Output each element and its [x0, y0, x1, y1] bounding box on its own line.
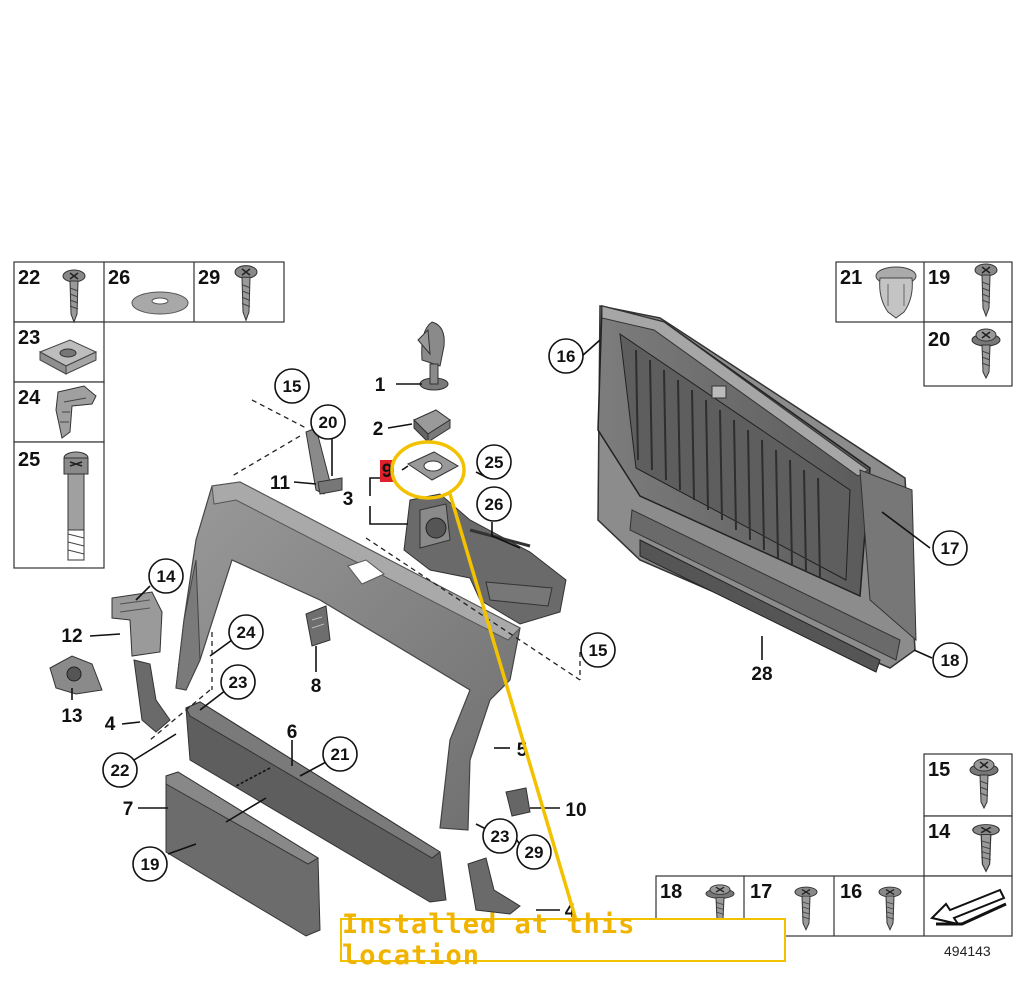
part-labels: 1 2 9 3 11 12 13 4 8 6 5 7 10 28 4: [61, 375, 772, 922]
callout-26: 26: [476, 486, 512, 522]
table-num-21: 21: [840, 267, 862, 289]
callout-19: 19: [132, 846, 168, 882]
callout-23-left: 23: [220, 664, 256, 700]
callout-14: 14: [148, 558, 184, 594]
callout-label: 14: [157, 567, 176, 586]
label-1: 1: [375, 375, 386, 396]
callout-label: 20: [319, 413, 338, 432]
bracket-part-11: [305, 427, 343, 495]
callout-label: 23: [491, 827, 510, 846]
callout-label: 22: [111, 761, 130, 780]
callout-label: 17: [941, 539, 960, 558]
diagram-id: 494143: [944, 943, 991, 959]
table-num-25: 25: [18, 449, 40, 471]
callout-25: 25: [476, 444, 512, 480]
fastener-table-top-right: 21 19 20: [835, 261, 1013, 387]
label-8: 8: [311, 676, 322, 697]
table-num-18: 18: [660, 881, 682, 903]
table-num-29: 29: [198, 267, 220, 289]
callout-24: 24: [228, 614, 264, 650]
callout-18: 18: [932, 642, 968, 678]
label-6: 6: [287, 722, 298, 743]
callout-23-right: 23: [482, 818, 518, 854]
callout-20: 20: [310, 404, 346, 440]
table-num-22: 22: [18, 267, 40, 289]
label-11: 11: [270, 473, 291, 494]
grille-surround-frame: [175, 481, 521, 831]
callout-label: 25: [485, 453, 504, 472]
callout-label: 16: [557, 347, 576, 366]
label-4-left: 4: [105, 714, 116, 735]
location-highlight: [390, 440, 578, 921]
table-num-16: 16: [840, 881, 862, 903]
guide-ring-part: [406, 451, 460, 481]
callout-label: 15: [283, 377, 302, 396]
expanding-rivet-icon: [875, 266, 917, 319]
table-num-23: 23: [18, 327, 40, 349]
callout-22: 22: [102, 752, 138, 788]
trim-part-4-left: [133, 659, 171, 733]
callout-label: 19: [141, 855, 160, 874]
callout-21: 21: [322, 736, 358, 772]
dashed-guide-lines: [149, 399, 581, 741]
callout-label: 23: [229, 673, 248, 692]
callout-17: 17: [932, 530, 968, 566]
label-10: 10: [565, 800, 586, 821]
clip-nut-icon: [38, 339, 98, 375]
table-num-15: 15: [928, 759, 950, 781]
callout-label: 15: [589, 641, 608, 660]
callout-label: 18: [941, 651, 960, 670]
caption-text: Installed at this location: [342, 909, 636, 971]
table-num-17: 17: [750, 881, 772, 903]
callout-label: 29: [525, 843, 544, 862]
sensor-part-13: [49, 655, 103, 695]
direction-arrow-icon: [930, 888, 1007, 926]
callout-16: 16: [548, 338, 584, 374]
label-3: 3: [343, 489, 354, 510]
trim-part-4-right: [467, 857, 521, 915]
label-13: 13: [61, 706, 82, 727]
panel-part-7: [165, 771, 321, 937]
mascot-figure-part: [417, 321, 449, 391]
callout-label: 26: [485, 495, 504, 514]
clip-part-10: [505, 787, 531, 817]
clip-icon: [55, 385, 97, 439]
label-9: 9: [382, 461, 393, 482]
table-num-26: 26: [108, 267, 130, 289]
label-5: 5: [517, 740, 528, 761]
callout-label: 24: [237, 623, 256, 642]
label-12: 12: [61, 626, 82, 647]
highlight-marker: [380, 460, 394, 482]
emblem-part: [305, 605, 331, 647]
callout-label: 21: [331, 745, 350, 764]
label-4-right: 4: [565, 901, 576, 922]
table-num-14: 14: [928, 821, 951, 843]
radiator-grille-assembly: [597, 305, 917, 673]
table-num-19: 19: [928, 267, 950, 289]
callout-15-top: 15: [274, 368, 310, 404]
fastener-table-top-left: 22 26 29 23 24 25: [13, 261, 285, 569]
table-num-24: 24: [18, 387, 41, 409]
callout-29: 29: [516, 834, 552, 870]
panel-part-6: [185, 701, 447, 903]
table-num-20: 20: [928, 329, 950, 351]
cover-cap-part: [413, 409, 451, 444]
caption-box: Installed at this location: [340, 909, 786, 971]
callout-15-right: 15: [580, 632, 616, 668]
bolt-icon: [63, 451, 89, 561]
label-28: 28: [751, 664, 772, 685]
label-2: 2: [373, 419, 384, 440]
lift-mechanism-part: [403, 493, 567, 625]
washer-icon: [131, 291, 189, 315]
bracket-part-14: [111, 591, 163, 657]
label-7: 7: [123, 799, 134, 820]
